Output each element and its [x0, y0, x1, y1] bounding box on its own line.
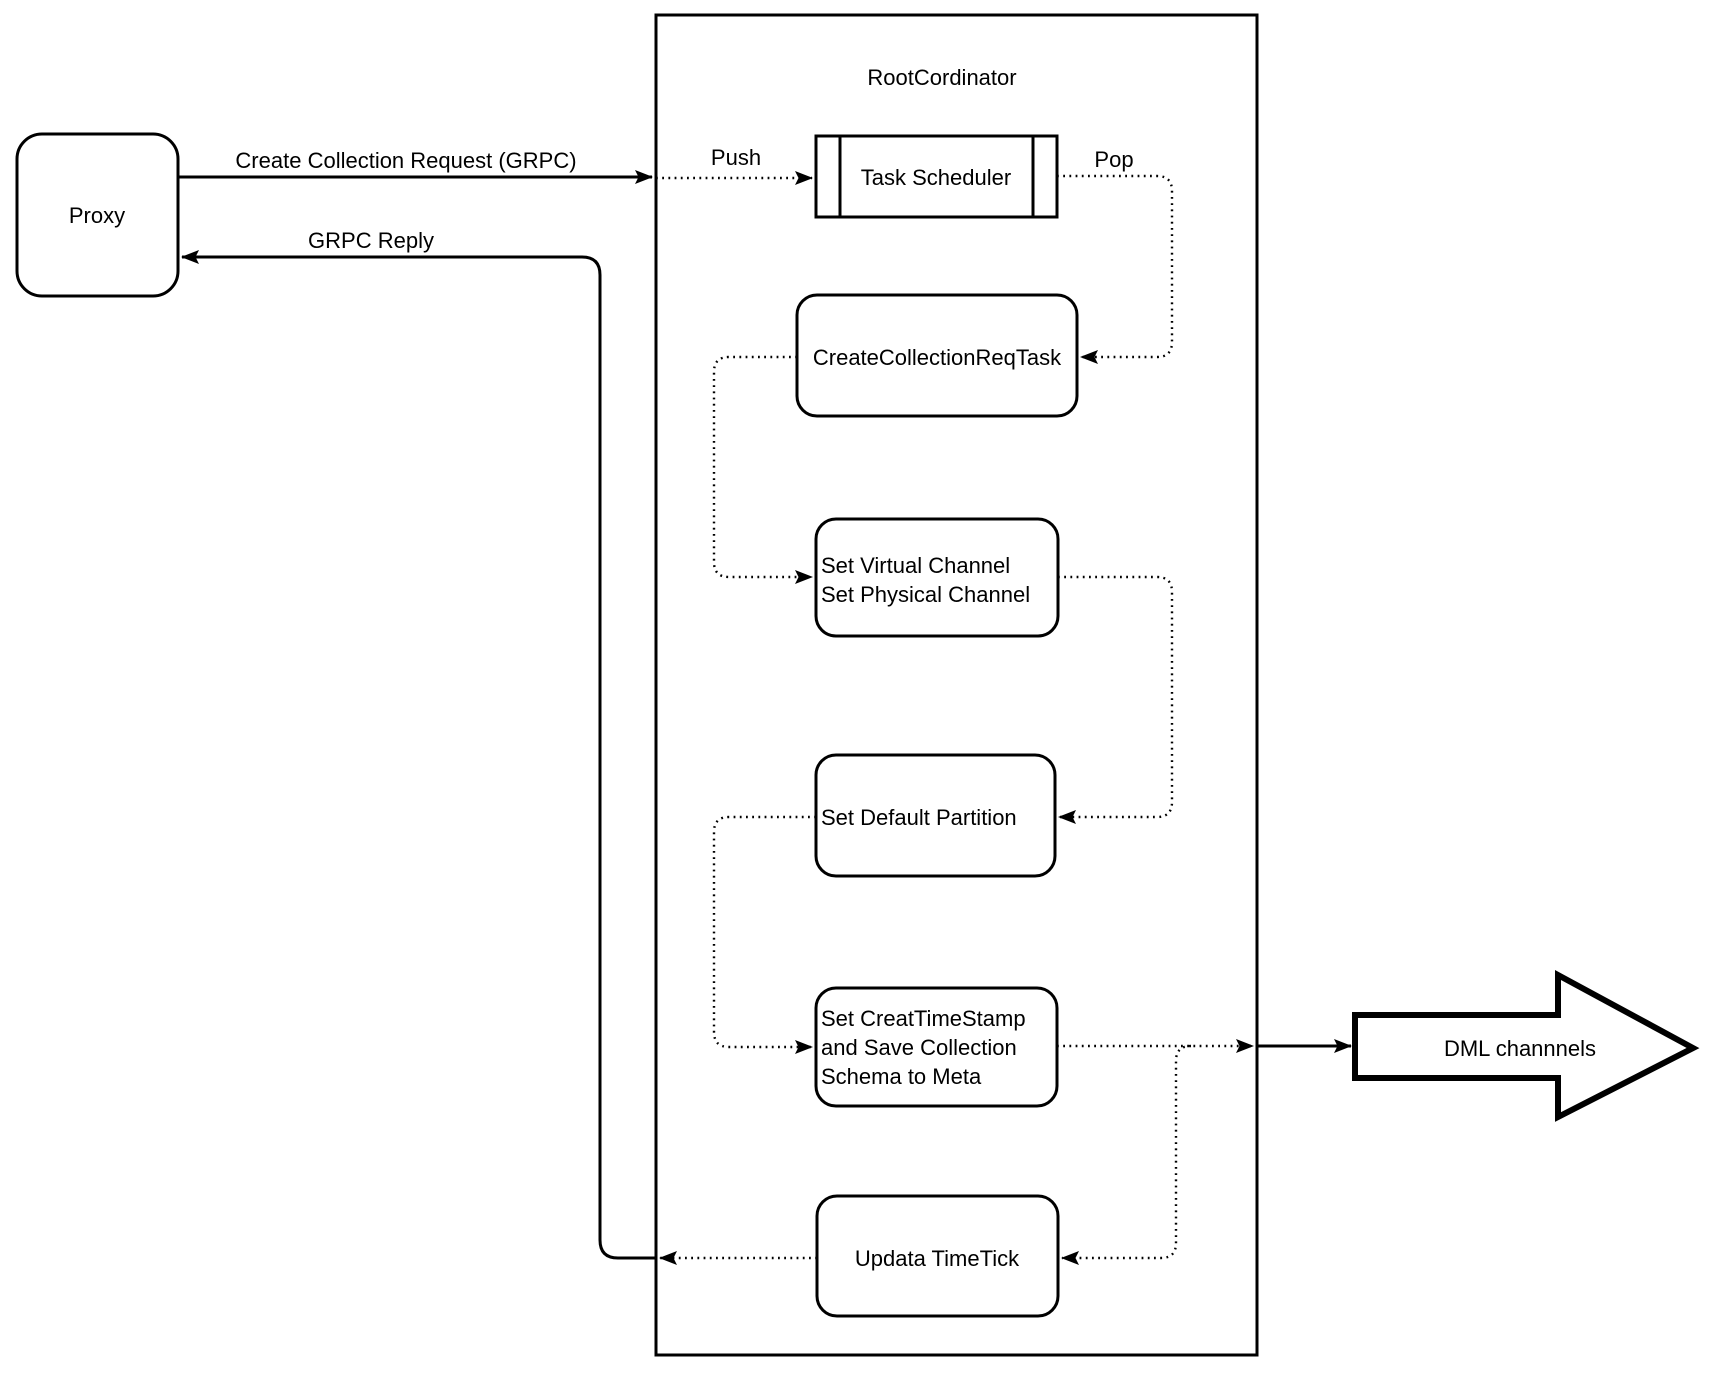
dml-channels-label: DML channnels: [1444, 1036, 1596, 1061]
edge-ccrt-to-setchannel: [712, 355, 813, 584]
dml-channels-arrow: [1352, 969, 1700, 1122]
rootcordinator-title: RootCordinator: [867, 65, 1016, 90]
update-timetick-label: Updata TimeTick: [855, 1246, 1020, 1271]
edge-setchannel-to-setdefault: [1058, 575, 1174, 824]
edge-grpc-reply-label: GRPC Reply: [308, 228, 434, 253]
edge-push-label: Push: [711, 145, 761, 170]
task-scheduler-node: [814, 134, 1059, 219]
set-default-partition-label: Set Default Partition: [821, 805, 1017, 830]
set-timestamp-line1: Set CreatTimeStamp: [821, 1006, 1026, 1031]
set-timestamp-line3: Schema to Meta: [821, 1064, 982, 1089]
edge-create-collection-request-label: Create Collection Request (GRPC): [235, 148, 576, 173]
proxy-label: Proxy: [69, 203, 125, 228]
set-default-partition-node: [814, 753, 1057, 878]
edge-pop-label: Pop: [1094, 147, 1133, 172]
edge-setts-to-updatetimetick: [1061, 1044, 1192, 1265]
set-timestamp-line2: and Save Collection: [821, 1035, 1017, 1060]
set-channel-line2: Set Physical Channel: [821, 582, 1030, 607]
proxy-node: [15, 132, 180, 298]
edge-setdefault-to-setts: [712, 815, 816, 1054]
task-scheduler-label: Task Scheduler: [861, 165, 1011, 190]
update-timetick-node: [815, 1194, 1060, 1318]
rootcordinator-container: [654, 13, 1259, 1357]
create-collection-req-task-node: [795, 293, 1079, 418]
set-channel-line1: Set Virtual Channel: [821, 553, 1010, 578]
edge-grpc-reply: [181, 250, 656, 1260]
edge-pop: [1057, 174, 1174, 364]
create-collection-req-task-label: CreateCollectionReqTask: [813, 345, 1062, 370]
